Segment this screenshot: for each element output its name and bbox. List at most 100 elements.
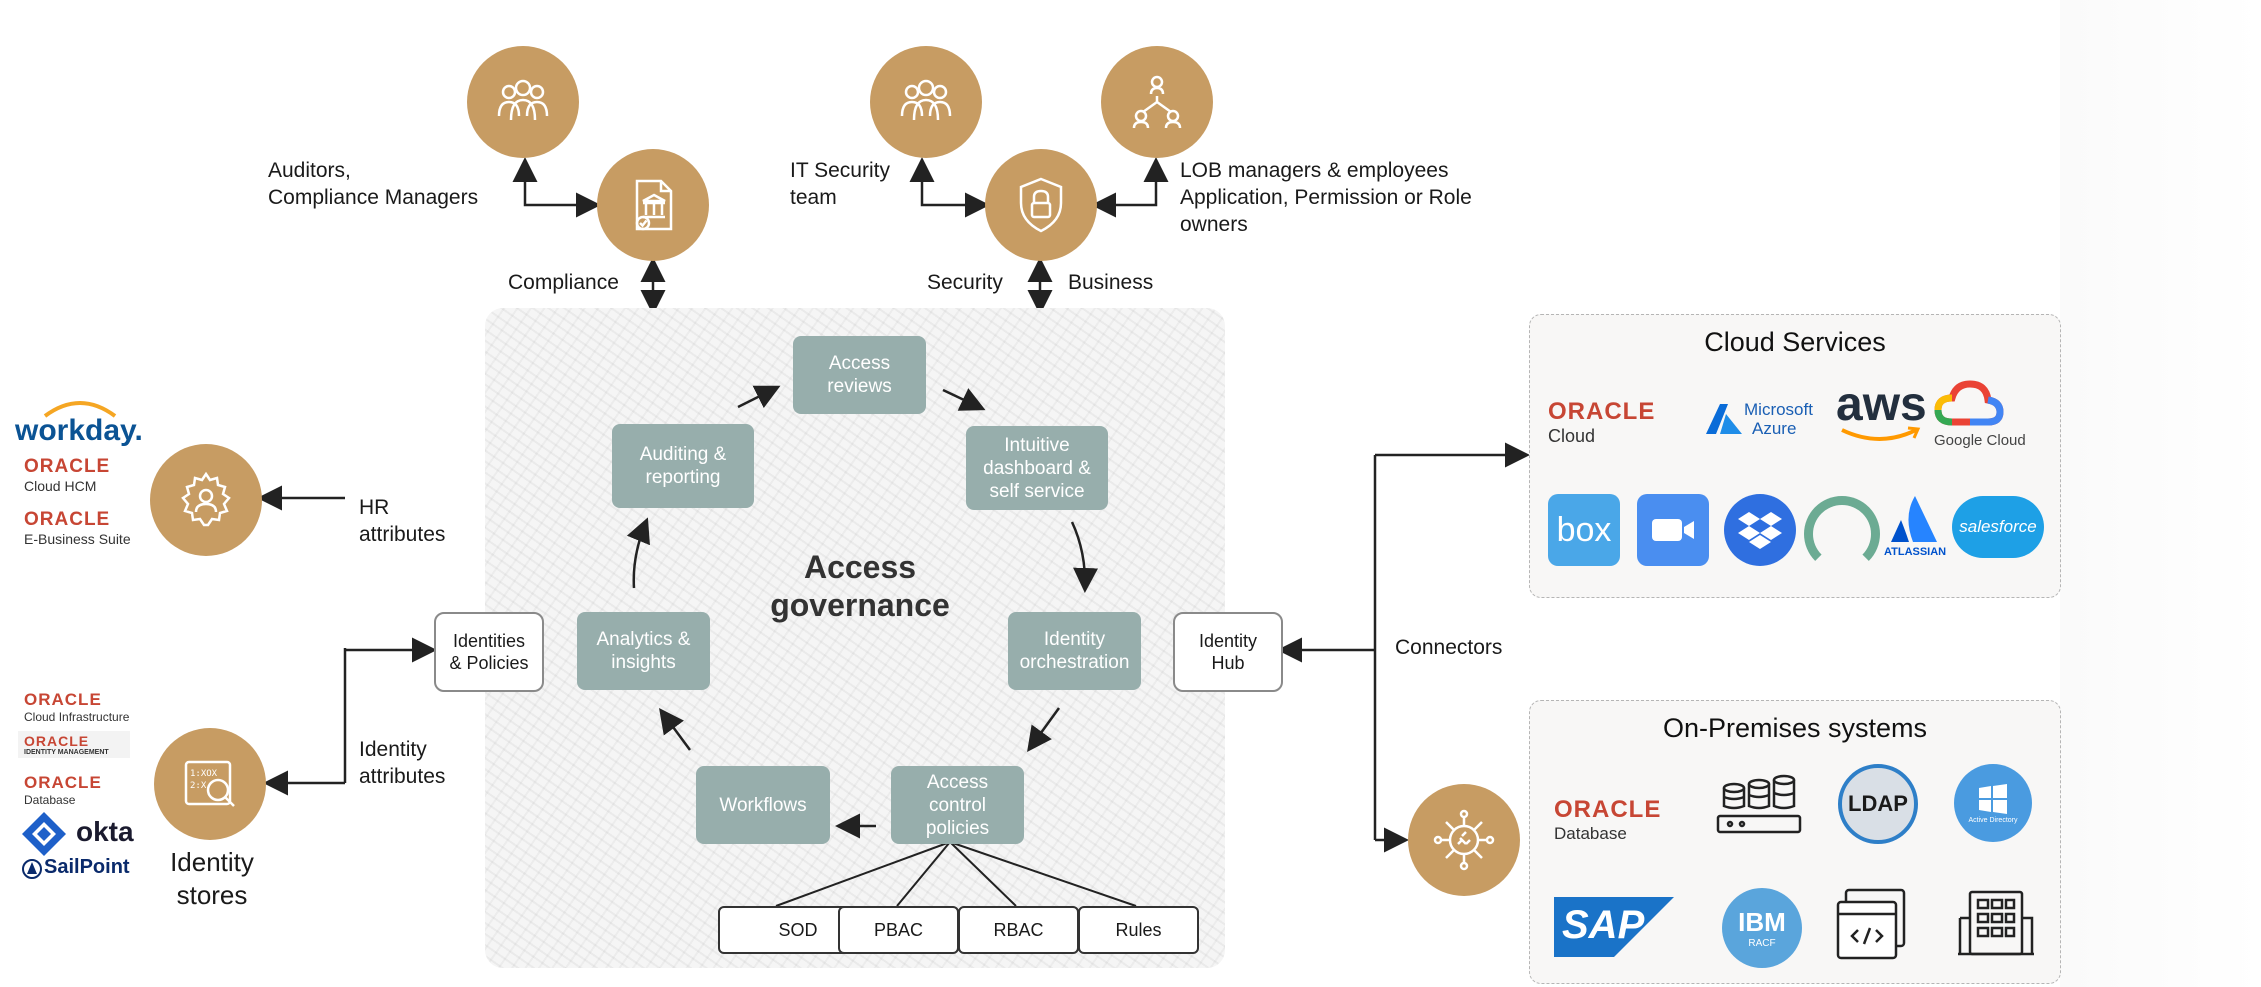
okta-text: okta bbox=[76, 816, 134, 847]
identity-stores-label: Identity stores bbox=[170, 847, 254, 910]
identity-orchestration-box[interactable]: Identity orchestration bbox=[1008, 612, 1141, 690]
aws-logo: aws bbox=[1836, 378, 1927, 441]
auditors-circle bbox=[467, 46, 579, 158]
oracle-sub-label: Database bbox=[1554, 824, 1627, 843]
lob-label: LOB managers & employees Application, Pe… bbox=[1180, 159, 1472, 236]
video-camera-icon bbox=[1652, 519, 1694, 541]
identity-hub-box[interactable]: Identity Hub bbox=[1173, 612, 1283, 692]
oracle-wordmark: ORACLE bbox=[1554, 796, 1662, 823]
okta-ring-logo bbox=[1804, 496, 1880, 572]
rbac-box[interactable]: RBAC bbox=[958, 906, 1079, 954]
group-people-icon bbox=[497, 79, 549, 121]
okta-diamond-icon bbox=[22, 812, 66, 856]
oracle-wordmark: ORACLE bbox=[24, 456, 111, 477]
oracle-database-onprem-logo: ORACLE Database bbox=[1554, 796, 1661, 844]
atlassian-icon bbox=[1891, 496, 1937, 542]
salesforce-text: salesforce bbox=[1959, 517, 2037, 536]
pbac-box[interactable]: PBAC bbox=[838, 906, 959, 954]
oracle-cloud-infra-logo: ORACLE Cloud Infrastructure bbox=[24, 690, 129, 724]
oracle-database-logo: ORACLE Database bbox=[24, 773, 102, 807]
oracle-sub-label: E-Business Suite bbox=[24, 531, 131, 547]
security-label: Security bbox=[927, 271, 1003, 294]
shield-lock-icon bbox=[1019, 177, 1063, 233]
dashboard-self-service-box[interactable]: Intuitive dashboard & self service bbox=[966, 426, 1108, 510]
google-cloud-text: Google Cloud bbox=[1934, 432, 2026, 449]
identities-policies-box[interactable]: Identities & Policies bbox=[434, 612, 544, 692]
dropbox-icon bbox=[1738, 512, 1782, 549]
aws-smile-icon bbox=[1841, 426, 1921, 441]
access-control-policies-box[interactable]: Access control policies bbox=[891, 766, 1024, 844]
oracle-identity-mgmt-logo: ORACLE IDENTITY MANAGEMENT bbox=[18, 731, 130, 758]
ibm-racf-logo: IBM RACF bbox=[1722, 888, 1802, 968]
identity-stores-circle: 1:XOX 2:X bbox=[154, 728, 266, 840]
zoom-logo bbox=[1637, 494, 1709, 566]
sailpoint-icon bbox=[22, 859, 42, 879]
group-people-icon bbox=[900, 79, 952, 121]
atlassian-text: ATLASSIAN bbox=[1884, 546, 1947, 558]
data-search-icon: 1:XOX 2:X bbox=[184, 760, 235, 807]
box-text: box bbox=[1556, 510, 1612, 549]
cloud-services-title: Cloud Services bbox=[1704, 327, 1886, 357]
azure-icon bbox=[1706, 404, 1742, 434]
svg-text:1:XOX: 1:XOX bbox=[190, 769, 218, 779]
on-premises-title: On-Premises systems bbox=[1662, 713, 1928, 743]
active-directory-logo: Active Directory bbox=[1954, 764, 2032, 842]
ldap-text: LDAP bbox=[1848, 791, 1908, 816]
oracle-wordmark: ORACLE bbox=[24, 733, 90, 749]
database-servers-icon bbox=[1714, 770, 1804, 845]
azure-text-2: Azure bbox=[1752, 419, 1797, 438]
it-security-label: IT Security team bbox=[790, 159, 890, 209]
access-reviews-box[interactable]: Access reviews bbox=[793, 336, 926, 414]
plug-network-icon bbox=[1433, 809, 1495, 871]
sailpoint-text: SailPoint bbox=[44, 856, 130, 878]
org-hierarchy-icon bbox=[1132, 75, 1182, 129]
server-building-icon bbox=[1956, 888, 2036, 967]
compliance-label: Compliance bbox=[508, 271, 619, 294]
azure-text-1: Microsoft bbox=[1744, 400, 1813, 419]
oracle-sub-label: IDENTITY MANAGEMENT bbox=[24, 749, 109, 756]
identity-attributes-label: Identity attributes bbox=[359, 738, 446, 788]
rules-box[interactable]: Rules bbox=[1078, 906, 1199, 954]
svg-text:2:X: 2:X bbox=[190, 781, 207, 791]
oracle-wordmark: ORACLE bbox=[1548, 398, 1656, 425]
dropbox-logo bbox=[1724, 494, 1796, 566]
auditing-reporting-box[interactable]: Auditing & reporting bbox=[612, 424, 754, 508]
security-circle bbox=[985, 149, 1097, 261]
windows-icon bbox=[1979, 783, 2007, 814]
oracle-cloud-logo: ORACLE Cloud bbox=[1548, 398, 1655, 447]
workday-text: workday. bbox=[15, 414, 143, 447]
oracle-wordmark: ORACLE bbox=[24, 690, 102, 709]
active-directory-text: Active Directory bbox=[1968, 816, 2018, 824]
sap-text: SAP bbox=[1562, 903, 1645, 947]
box-logo: box bbox=[1548, 494, 1620, 566]
connector-hub-circle bbox=[1408, 784, 1520, 896]
oracle-sub-label: Cloud HCM bbox=[24, 478, 97, 494]
workflows-box[interactable]: Workflows bbox=[696, 766, 830, 844]
google-cloud-icon bbox=[1934, 380, 2004, 426]
code-window-icon bbox=[1834, 888, 1908, 967]
aws-text: aws bbox=[1836, 378, 1927, 431]
oracle-sub-label: Cloud Infrastructure bbox=[24, 710, 130, 724]
ldap-logo: LDAP bbox=[1838, 764, 1918, 844]
oracle-wordmark: ORACLE bbox=[24, 773, 102, 792]
gear-person-icon bbox=[181, 471, 231, 527]
right-margin bbox=[2060, 0, 2261, 987]
auditors-label: Auditors, Compliance Managers bbox=[268, 159, 479, 209]
oracle-sub-label: Database bbox=[24, 793, 76, 807]
ibm-text: IBM bbox=[1738, 907, 1786, 937]
hr-system-circle bbox=[150, 444, 262, 556]
atlassian-logo: ATLASSIAN bbox=[1880, 494, 1948, 566]
connectors-label: Connectors bbox=[1395, 636, 1503, 659]
access-governance-title: Access governance bbox=[770, 549, 950, 623]
analytics-insights-box[interactable]: Analytics & insights bbox=[577, 612, 710, 690]
compliance-document-icon bbox=[635, 179, 673, 231]
racf-text: RACF bbox=[1748, 938, 1776, 949]
oracle-ebs-logo: ORACLE E-Business Suite bbox=[24, 509, 131, 547]
compliance-circle bbox=[597, 149, 709, 261]
salesforce-logo: salesforce bbox=[1952, 496, 2044, 558]
oracle-wordmark: ORACLE bbox=[24, 509, 111, 530]
it-security-team-circle bbox=[870, 46, 982, 158]
sap-shape-icon bbox=[1554, 897, 1674, 957]
